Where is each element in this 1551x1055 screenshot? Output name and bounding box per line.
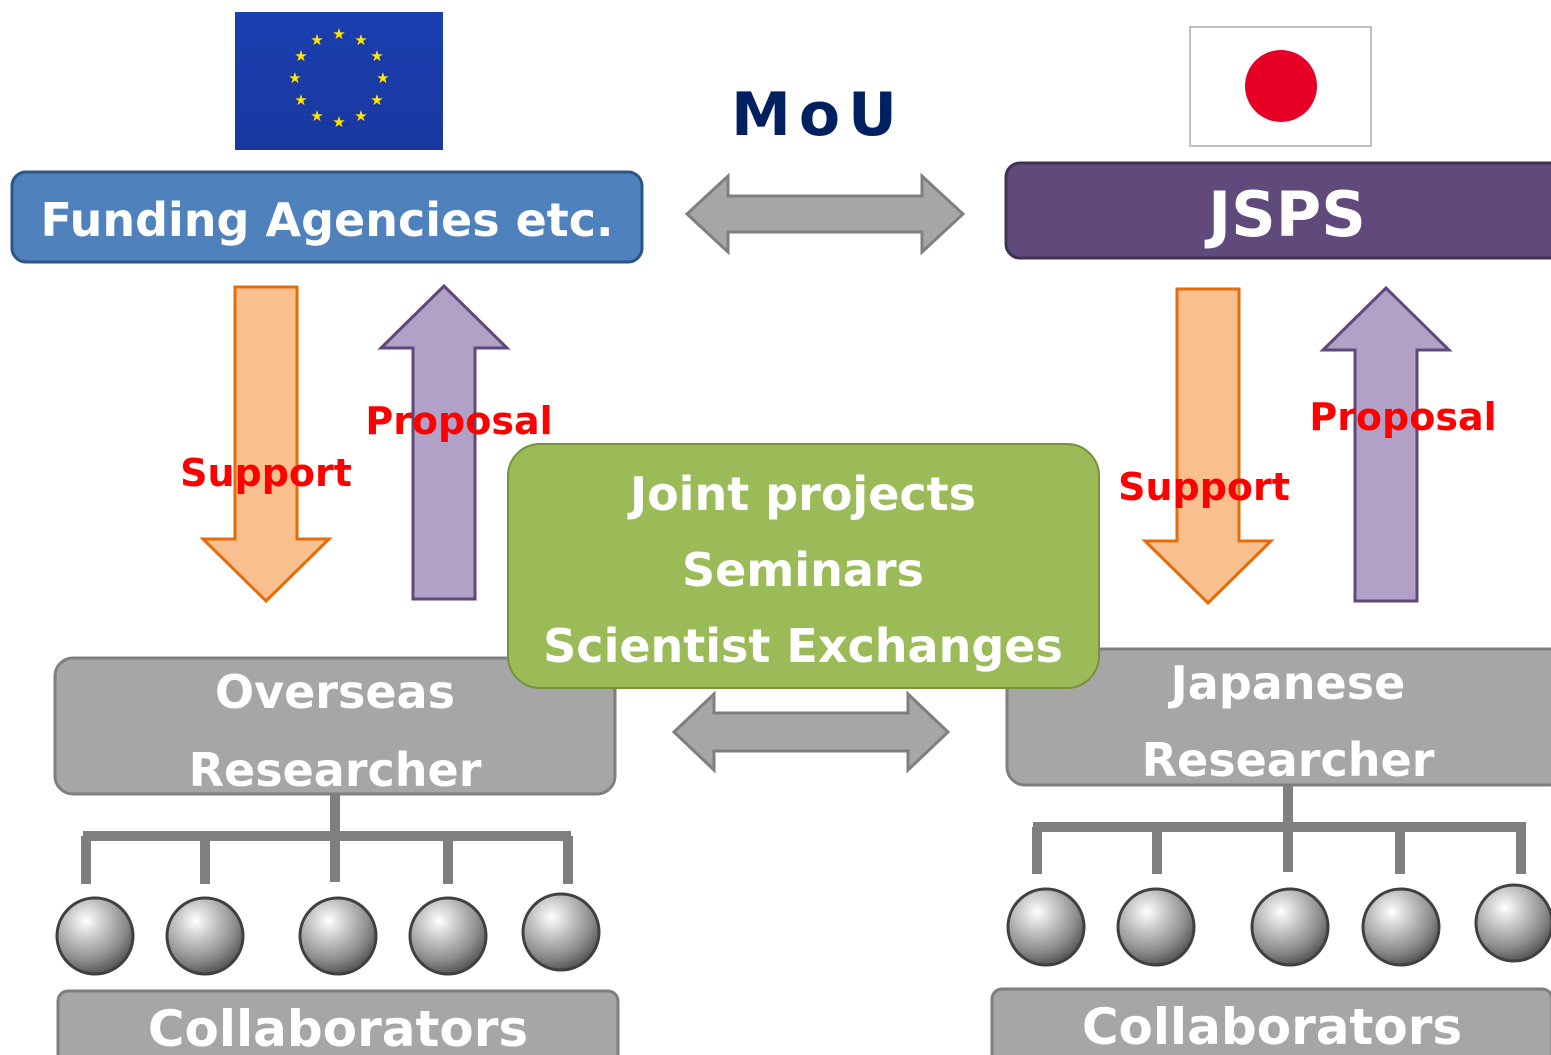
right-collaborators-box: Collaborators (990, 987, 1551, 1055)
collaborator-node (521, 892, 601, 972)
collaborator-node (408, 896, 488, 976)
joint-activities-box: Joint projects Seminars Scientist Exchan… (507, 443, 1100, 689)
funding-agencies-label: Funding Agencies etc. (40, 193, 613, 247)
svg-text:★: ★ (310, 31, 323, 49)
seminars-label: Seminars (682, 543, 924, 597)
svg-text:★: ★ (294, 91, 307, 109)
svg-text:★: ★ (354, 107, 367, 125)
mou-double-arrow (684, 172, 966, 256)
svg-text:★: ★ (370, 91, 383, 109)
scientist-exchanges-label: Scientist Exchanges (543, 619, 1063, 673)
collaborator-node (1116, 887, 1196, 967)
right-proposal-arrow (1319, 285, 1453, 603)
right-proposal-label: Proposal (1309, 395, 1496, 439)
right-support-label: Support (1118, 465, 1290, 509)
japan-flag-icon (1189, 26, 1372, 147)
collaborator-node (1250, 887, 1330, 967)
funding-agencies-box: Funding Agencies etc. (10, 170, 644, 264)
collaborator-node (55, 896, 135, 976)
right-collaborator-tree (1032, 785, 1526, 874)
left-collaborator-tree (81, 794, 573, 884)
svg-text:★: ★ (332, 113, 345, 131)
collaborator-node (1006, 887, 1086, 967)
right-collaborator-nodes (1006, 883, 1551, 967)
eu-flag-icon: ★ ★ ★ ★ ★ ★ ★ ★ ★ ★ ★ ★ (235, 12, 443, 150)
collaborator-node (1474, 883, 1551, 963)
svg-text:★: ★ (310, 107, 323, 125)
japanese-researcher-box: Japanese Researcher (1005, 647, 1551, 787)
left-support-label: Support (180, 451, 352, 495)
right-support-arrow (1141, 287, 1275, 606)
svg-text:★: ★ (376, 69, 389, 87)
svg-text:★: ★ (332, 25, 345, 43)
svg-text:★: ★ (370, 47, 383, 65)
right-collaborators-label: Collaborators (1082, 998, 1462, 1055)
joint-projects-label: Joint projects (627, 467, 976, 521)
exchange-double-arrow (671, 690, 951, 774)
left-collaborators-box: Collaborators (56, 989, 620, 1055)
left-proposal-arrow (377, 283, 511, 601)
left-collaborators-label: Collaborators (148, 1000, 528, 1055)
overseas-researcher-box: Overseas Researcher (53, 656, 617, 797)
collaborator-node (165, 896, 245, 976)
jsps-label: JSPS (1204, 178, 1366, 251)
overseas-researcher-line2: Researcher (189, 743, 482, 797)
svg-text:★: ★ (354, 31, 367, 49)
left-proposal-label: Proposal (365, 399, 552, 443)
overseas-researcher-line1: Overseas (215, 665, 455, 719)
mou-label: MoU (731, 80, 905, 150)
jsps-box: JSPS (1004, 161, 1551, 260)
collaborator-node (1361, 887, 1441, 967)
japanese-researcher-line1: Japanese (1168, 656, 1406, 710)
left-support-arrow (199, 285, 333, 604)
left-collaborator-nodes (55, 892, 601, 976)
svg-text:★: ★ (288, 69, 301, 87)
collaborator-node (298, 896, 378, 976)
svg-text:★: ★ (294, 47, 307, 65)
japanese-researcher-line2: Researcher (1142, 733, 1435, 787)
